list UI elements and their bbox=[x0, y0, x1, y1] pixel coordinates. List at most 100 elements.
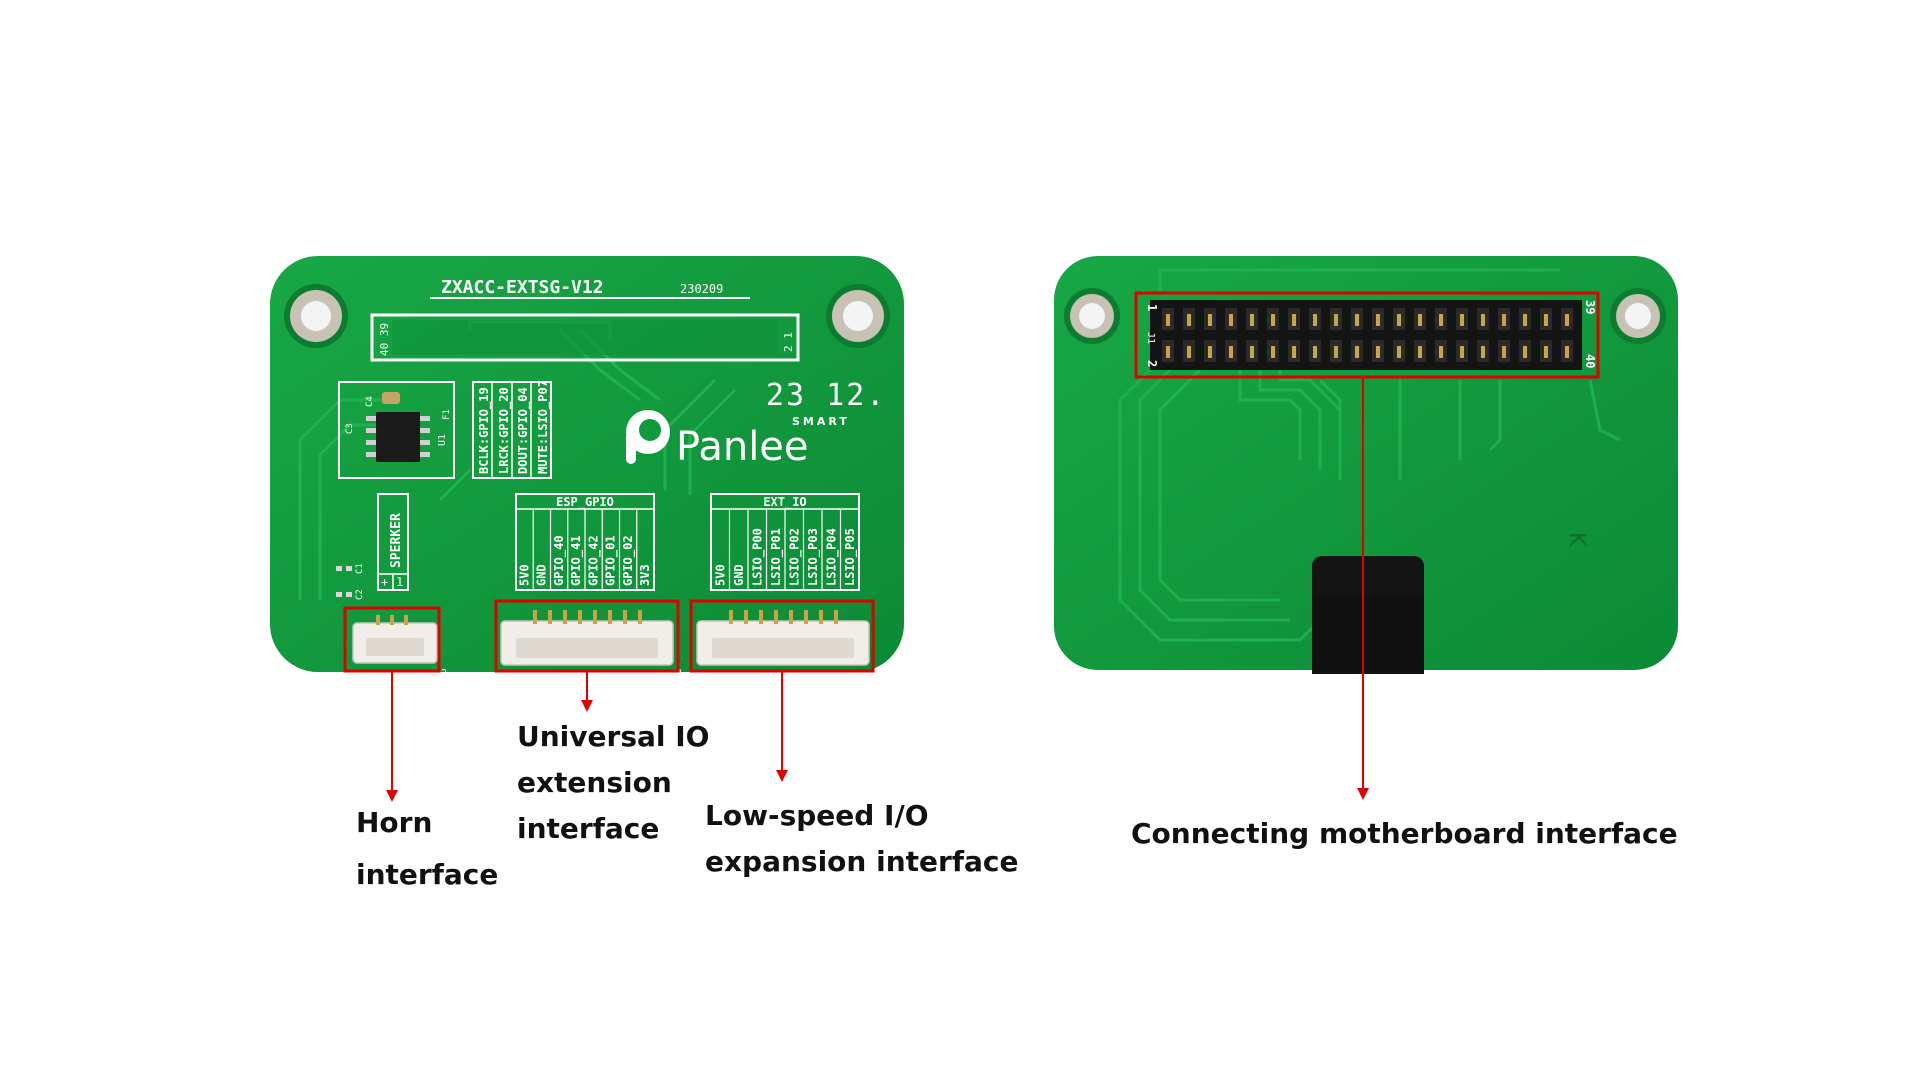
connector-number-3: 3 bbox=[676, 668, 682, 679]
header-pin bbox=[1271, 346, 1275, 358]
horn-arrow bbox=[386, 671, 398, 802]
horn-connector bbox=[352, 615, 438, 664]
pin-table-label: 3V3 bbox=[638, 564, 652, 586]
back-board: 1 J1 2 39 40 K bbox=[1054, 256, 1678, 800]
header-pin bbox=[1355, 346, 1359, 358]
header-pin bbox=[1313, 314, 1317, 326]
pin-table-label: 5V0 bbox=[517, 564, 531, 586]
header-pin bbox=[1481, 346, 1485, 358]
header-pin bbox=[1439, 346, 1443, 358]
header-pin bbox=[1523, 314, 1527, 326]
ic-label: U1 bbox=[437, 434, 448, 446]
universal-label-line-3: interface bbox=[517, 812, 660, 845]
brand-name: Panlee bbox=[676, 424, 809, 470]
header-pin bbox=[1502, 346, 1506, 358]
header-pin bbox=[1565, 314, 1569, 326]
cap-c4 bbox=[382, 392, 400, 404]
header-pin bbox=[1166, 314, 1170, 326]
pin-table-label: GPIO_40 bbox=[552, 535, 567, 586]
connector-pin bbox=[593, 610, 597, 624]
header-pin bbox=[1166, 346, 1170, 358]
back-mark: K bbox=[1564, 532, 1589, 547]
brand-tag: SMART bbox=[792, 415, 850, 428]
header-pin bbox=[1250, 346, 1254, 358]
pin-table-label: LSIO_P04 bbox=[824, 528, 839, 586]
connector-pin bbox=[729, 610, 733, 624]
i2s-pin-label: DOUT:GPIO_04 bbox=[516, 387, 531, 474]
header-pin bbox=[1187, 346, 1191, 358]
header-pin bbox=[1397, 346, 1401, 358]
header-pin bbox=[1208, 314, 1212, 326]
header-pin bbox=[1250, 314, 1254, 326]
connector-pin bbox=[578, 610, 582, 624]
header-pin bbox=[1439, 314, 1443, 326]
horn-interface-label: Horn interface bbox=[356, 797, 498, 901]
motherboard-highlight-box bbox=[1134, 291, 1600, 379]
pin-2-label: 2 bbox=[1145, 360, 1159, 367]
connector-pin bbox=[744, 610, 748, 624]
universal-label-line-2: extension bbox=[517, 766, 672, 799]
motherboard-label-line-1: Connecting motherboard interface bbox=[1131, 817, 1678, 850]
header-pin bbox=[1397, 314, 1401, 326]
universal-io-connector bbox=[500, 610, 674, 666]
pin-table-label: LSIO_P05 bbox=[843, 528, 858, 586]
lowspeed-label-line-1: Low-speed I/O bbox=[705, 799, 929, 832]
header-pin bbox=[1544, 314, 1548, 326]
header-pin bbox=[1565, 346, 1569, 358]
ext-io-title: EXT_IO bbox=[763, 495, 806, 510]
header-pin bbox=[1460, 346, 1464, 358]
connector-pin bbox=[759, 610, 763, 624]
front-pcb bbox=[270, 256, 904, 672]
connector-pin bbox=[623, 610, 627, 624]
header-pin bbox=[1502, 314, 1506, 326]
gpio-header bbox=[1150, 300, 1582, 370]
small-caps bbox=[336, 566, 352, 597]
board-model-text: ZXACC-EXTSG-V12 bbox=[441, 277, 604, 298]
header-pin bbox=[1334, 314, 1338, 326]
connector-pin bbox=[804, 610, 808, 624]
speaker-pin-plus: + bbox=[381, 575, 388, 589]
header-pin bbox=[1376, 314, 1380, 326]
header-pin bbox=[1523, 346, 1527, 358]
universal-io-arrow bbox=[581, 671, 593, 712]
low-speed-io-label: Low-speed I/O expansion interface bbox=[705, 793, 1018, 885]
back-mount-hole-left bbox=[1064, 288, 1120, 344]
header-pin-label-left: 40 39 bbox=[378, 323, 391, 356]
universal-label-line-1: Universal IO bbox=[517, 720, 710, 753]
connector-pin bbox=[774, 610, 778, 624]
speaker-pin-1: 1 bbox=[396, 575, 403, 589]
connector-pin bbox=[548, 610, 552, 624]
header-pin bbox=[1418, 346, 1422, 358]
header-pin bbox=[1229, 346, 1233, 358]
connector-pin bbox=[789, 610, 793, 624]
header-pin bbox=[1460, 314, 1464, 326]
connector-pin bbox=[638, 610, 642, 624]
universal-io-label: Universal IO extension interface bbox=[517, 714, 709, 852]
connector-number-2: 2 bbox=[441, 668, 447, 679]
connector-pin bbox=[608, 610, 612, 624]
amp-outline bbox=[338, 381, 455, 479]
low-speed-io-arrow bbox=[776, 671, 788, 782]
front-mount-hole-right bbox=[826, 284, 890, 348]
low-speed-io-connector bbox=[696, 610, 870, 666]
header-pin bbox=[1187, 314, 1191, 326]
connector-pin bbox=[563, 610, 567, 624]
connector-pin bbox=[819, 610, 823, 624]
header-pin bbox=[1313, 346, 1317, 358]
pin-table-label: 5V0 bbox=[713, 564, 727, 586]
horn-label-line-2: interface bbox=[356, 858, 499, 891]
header-pin bbox=[1292, 346, 1296, 358]
header-pin bbox=[1208, 346, 1212, 358]
cap-label-c4: C4 bbox=[365, 396, 375, 407]
header-pin bbox=[1229, 314, 1233, 326]
pin-table-label: GPIO_42 bbox=[586, 535, 601, 586]
pin-39-label: 39 bbox=[1583, 300, 1597, 314]
panlee-logo-icon bbox=[626, 410, 670, 464]
connector-pin bbox=[533, 610, 537, 624]
header-pin bbox=[1544, 346, 1548, 358]
header-pin bbox=[1376, 346, 1380, 358]
pin-table-label: GND bbox=[535, 564, 549, 586]
back-traces bbox=[1118, 268, 1621, 642]
